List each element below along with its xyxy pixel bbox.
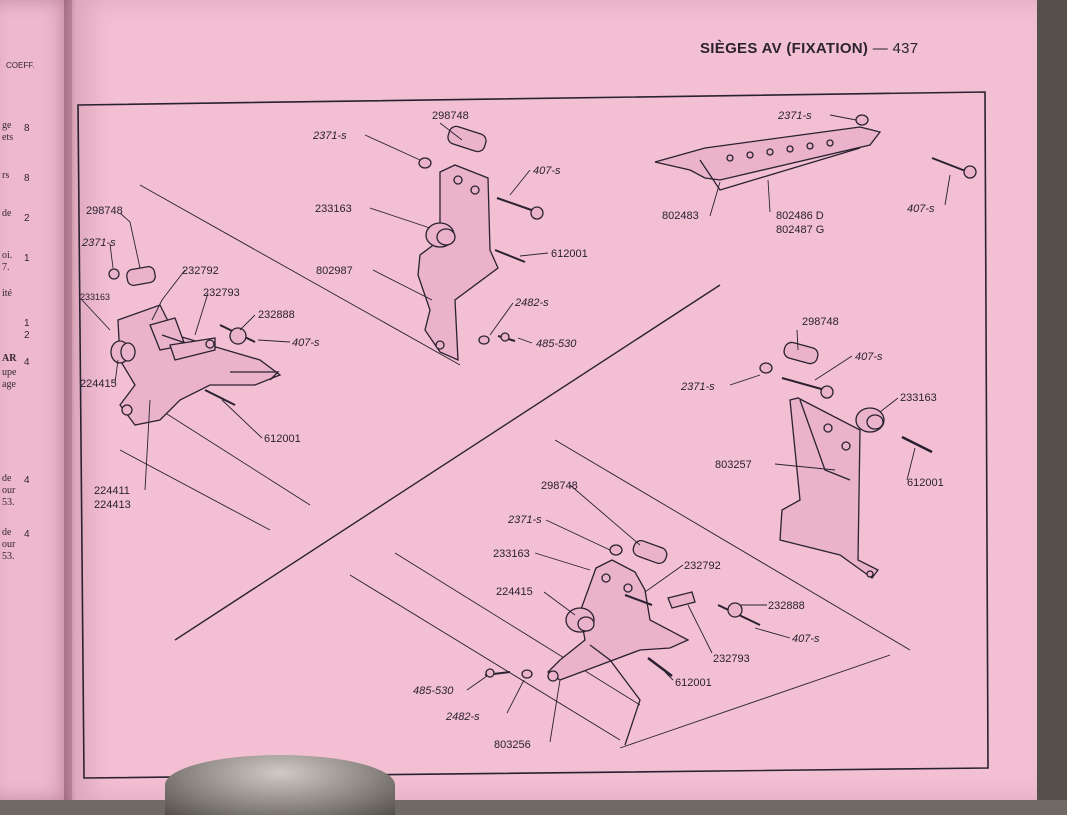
- left-text-fragment: age: [2, 379, 16, 390]
- part-label-802483: 802483: [662, 210, 699, 222]
- coefficient-value: 2: [24, 330, 30, 341]
- left-text-fragment: AR: [2, 353, 17, 364]
- part-label-232793: 232793: [203, 287, 240, 299]
- left-page-column: COEFF. ge ets rs de oi. 7. ité AR upe ag…: [0, 55, 70, 655]
- part-label-802487-g: 802487 G: [776, 224, 824, 236]
- part-label-802486-d: 802486 D: [776, 210, 824, 222]
- part-label-2482-s: 2482-s: [514, 297, 549, 309]
- page-number: 437: [892, 40, 919, 57]
- part-label-232793: 232793: [713, 653, 750, 665]
- left-text-fragment: ets: [2, 132, 14, 143]
- part-label-224413: 224413: [94, 499, 131, 511]
- left-text-fragment: our: [2, 485, 16, 496]
- part-label-224415: 224415: [80, 378, 117, 390]
- book-gutter: [64, 0, 76, 800]
- part-label-407-s: 407-s: [907, 203, 935, 215]
- part-label-2482-s: 2482-s: [445, 711, 480, 723]
- left-text-fragment: our: [2, 539, 16, 550]
- part-label-407-s: 407-s: [792, 633, 820, 645]
- part-label-2371-s: 2371-s: [81, 237, 116, 249]
- part-label-485-530: 485-530: [536, 338, 577, 350]
- part-label-407-s: 407-s: [292, 337, 320, 349]
- bottom-center-assembly: [484, 539, 761, 746]
- part-label-224415: 224415: [496, 586, 533, 598]
- left-text-fragment: de: [2, 208, 12, 219]
- page-header: SIÈGES AV (FIXATION) — 437: [700, 40, 918, 57]
- part-label-232792: 232792: [684, 560, 721, 572]
- part-label-612001: 612001: [675, 677, 712, 689]
- parts-diagram: 298748 2371-s 232792 232793 232888 407-s…: [77, 91, 989, 779]
- part-label-2371-s: 2371-s: [312, 130, 347, 142]
- part-label-298748: 298748: [432, 110, 469, 122]
- part-label-803257: 803257: [715, 459, 752, 471]
- left-page: COEFF. ge ets rs de oi. 7. ité AR upe ag…: [0, 0, 72, 800]
- part-label-612001: 612001: [264, 433, 301, 445]
- part-label-233163: 233163: [493, 548, 530, 560]
- page-edge-background: [1037, 0, 1067, 800]
- coefficient-value: 4: [24, 357, 30, 368]
- part-label-233163: 233163: [900, 392, 937, 404]
- coefficient-value: 4: [24, 529, 30, 540]
- left-text-fragment: rs: [2, 170, 10, 181]
- top-center-assembly: [417, 125, 544, 362]
- part-label-298748: 298748: [541, 480, 578, 492]
- part-label-612001: 612001: [551, 248, 588, 260]
- header-separator: —: [872, 40, 889, 57]
- part-label-2371-s: 2371-s: [680, 381, 715, 393]
- part-label-2371-s: 2371-s: [507, 514, 542, 526]
- left-text-fragment: 7.: [2, 262, 10, 273]
- diagram-frame: [77, 91, 989, 779]
- part-label-233163: 233163: [80, 292, 110, 302]
- part-label-802987: 802987: [316, 265, 353, 277]
- divider-line: [174, 284, 721, 641]
- middle-right-assembly: [759, 341, 933, 579]
- coefficient-value: 8: [24, 123, 30, 134]
- part-label-2371-s: 2371-s: [777, 110, 812, 122]
- leader-lines: [81, 114, 951, 743]
- left-text-fragment: de: [2, 473, 12, 484]
- left-text-fragment: upe: [2, 367, 17, 378]
- part-label-407-s: 407-s: [533, 165, 561, 177]
- coefficient-value: 2: [24, 213, 30, 224]
- left-text-fragment: ité: [2, 288, 12, 299]
- part-label-232888: 232888: [258, 309, 295, 321]
- coefficient-value: 1: [24, 253, 30, 264]
- left-text-fragment: de: [2, 527, 12, 538]
- part-label-232888: 232888: [768, 600, 805, 612]
- part-label-298748: 298748: [802, 316, 839, 328]
- coefficient-column-header: COEFF.: [6, 61, 35, 70]
- part-label-224411: 224411: [94, 485, 130, 497]
- page-title: SIÈGES AV (FIXATION): [700, 40, 869, 57]
- coefficient-value: 8: [24, 173, 30, 184]
- left-text-fragment: oi.: [2, 250, 13, 261]
- part-label-407-s: 407-s: [855, 351, 883, 363]
- part-label-233163: 233163: [315, 203, 352, 215]
- left-text-fragment: 53.: [2, 497, 15, 508]
- top-right-assembly: [654, 114, 977, 191]
- part-label-298748: 298748: [86, 205, 123, 217]
- coefficient-value: 1: [24, 318, 30, 329]
- coefficient-value: 4: [24, 475, 30, 486]
- part-label-485-530: 485-530: [413, 685, 454, 697]
- part-label-803256: 803256: [494, 739, 531, 751]
- left-text-fragment: ge: [2, 120, 12, 131]
- foreground-object: [165, 755, 395, 815]
- top-left-assembly: [108, 265, 282, 426]
- left-text-fragment: 53.: [2, 551, 15, 562]
- part-label-232792: 232792: [182, 265, 219, 277]
- part-label-612001: 612001: [907, 477, 944, 489]
